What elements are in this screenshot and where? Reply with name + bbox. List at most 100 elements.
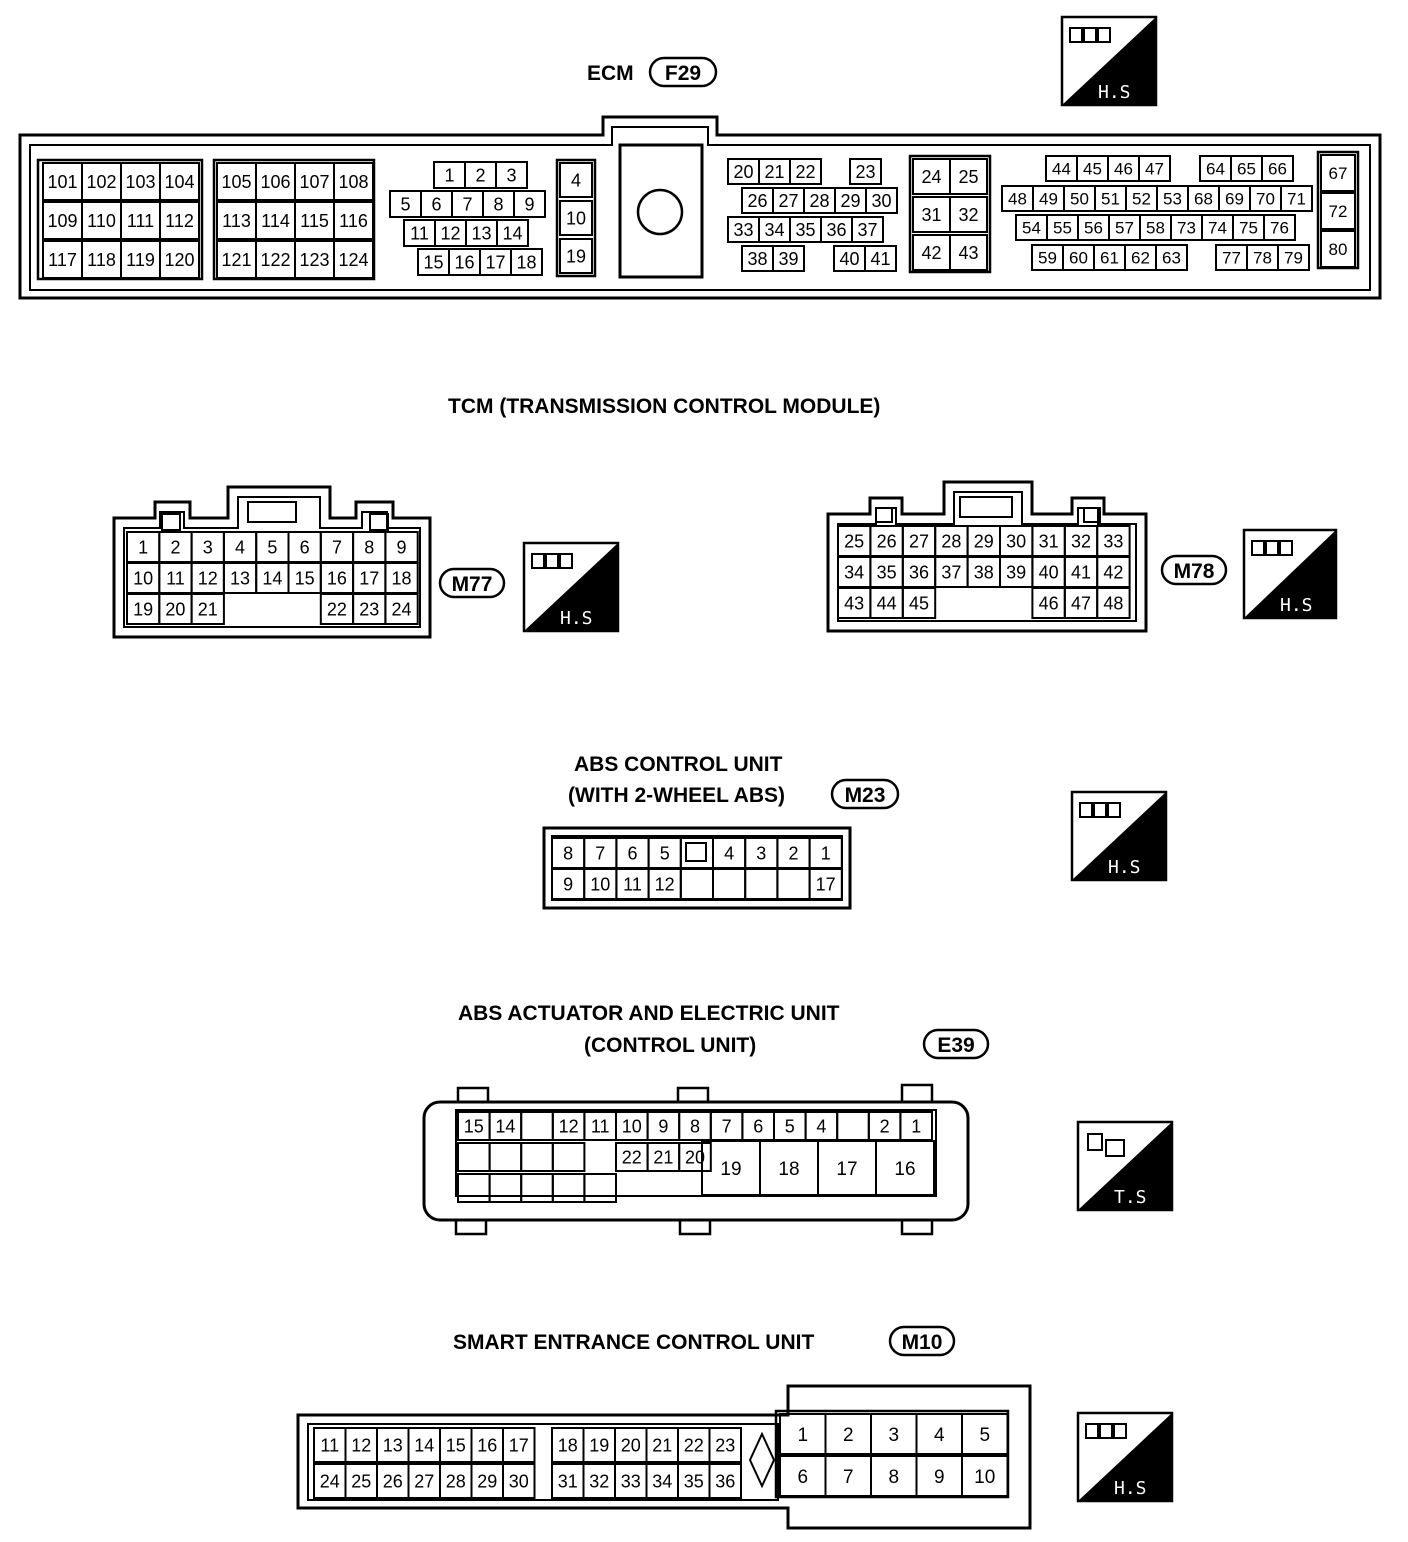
pin-label: 46 bbox=[1039, 593, 1059, 613]
pin-cell bbox=[159, 240, 200, 279]
pin-cell bbox=[384, 593, 419, 625]
tcm-left-code-badge: M77 bbox=[438, 567, 506, 599]
svg-text:H.S: H.S bbox=[1108, 857, 1141, 878]
pin-label: 30 bbox=[871, 191, 891, 211]
pin-label: 8 bbox=[888, 1467, 899, 1488]
pin-label: 29 bbox=[974, 531, 994, 551]
pin-label: 19 bbox=[720, 1159, 741, 1180]
pin-label: 70 bbox=[1256, 190, 1275, 209]
pin-label: 5 bbox=[979, 1425, 990, 1446]
pin-label: 12 bbox=[198, 568, 218, 588]
pin-label: 121 bbox=[221, 250, 251, 270]
pin-label: 5 bbox=[267, 537, 277, 557]
pin-label: 68 bbox=[1194, 190, 1213, 209]
pin-label: 1 bbox=[821, 843, 831, 863]
pin-label: 15 bbox=[423, 252, 443, 272]
pin-label: 10 bbox=[622, 1116, 642, 1136]
pin-cell bbox=[520, 1173, 554, 1203]
svg-text:E39: E39 bbox=[937, 1034, 974, 1057]
pin-label: 47 bbox=[1145, 160, 1164, 179]
pin-label: 17 bbox=[509, 1435, 529, 1455]
pin-label: 108 bbox=[338, 172, 368, 192]
pin-label: 43 bbox=[844, 593, 864, 613]
pin-label: 17 bbox=[836, 1159, 857, 1180]
pin-label: 15 bbox=[446, 1435, 466, 1455]
pin-label: 41 bbox=[1071, 562, 1091, 582]
pin-label: 2 bbox=[788, 843, 798, 863]
pin-label: 42 bbox=[921, 243, 941, 263]
pin-label: 38 bbox=[747, 249, 767, 269]
pin-label: 122 bbox=[260, 250, 290, 270]
ecm-title: ECM bbox=[587, 62, 634, 85]
pin-label: 28 bbox=[446, 1471, 466, 1491]
pin-label: 9 bbox=[563, 874, 573, 894]
svg-text:H.S: H.S bbox=[1098, 82, 1131, 103]
connector-harness-side-icon: H.S bbox=[1076, 1411, 1174, 1503]
svg-text:F29: F29 bbox=[665, 62, 701, 85]
pin-cell bbox=[901, 587, 937, 619]
pin-cell bbox=[849, 158, 882, 185]
pin-cell bbox=[789, 158, 822, 185]
pin-label: 14 bbox=[414, 1435, 434, 1455]
pin-label: 110 bbox=[87, 211, 116, 231]
pin-label: 66 bbox=[1268, 160, 1287, 179]
smart-code-badge: M10 bbox=[888, 1325, 956, 1357]
pin-label: 112 bbox=[165, 211, 194, 231]
pin-label: 38 bbox=[974, 562, 994, 582]
pin-cell bbox=[1280, 185, 1313, 212]
pin-cell bbox=[559, 162, 593, 198]
pin-cell bbox=[502, 1463, 536, 1499]
abs-actuator-connector bbox=[422, 1083, 970, 1236]
pin-label: 107 bbox=[299, 172, 329, 192]
pin-label: 7 bbox=[332, 537, 342, 557]
pin-cell bbox=[679, 868, 714, 900]
pin-cell bbox=[1320, 154, 1356, 192]
pin-cell bbox=[875, 1140, 935, 1196]
pin-label: 8 bbox=[690, 1116, 700, 1136]
pin-label: 44 bbox=[877, 593, 897, 613]
pin-cell bbox=[496, 219, 529, 247]
pin-label: 30 bbox=[1006, 531, 1026, 551]
pin-label: 55 bbox=[1053, 219, 1072, 238]
pin-label: 18 bbox=[778, 1159, 799, 1180]
pin-label: 1 bbox=[911, 1116, 921, 1136]
svg-text:H.S: H.S bbox=[560, 608, 593, 629]
pin-label: 26 bbox=[747, 191, 767, 211]
pin-label: 9 bbox=[397, 537, 407, 557]
pin-label: 35 bbox=[877, 562, 897, 582]
pin-label: 14 bbox=[495, 1116, 515, 1136]
pin-label: 26 bbox=[383, 1471, 403, 1491]
tcm-connector-right bbox=[826, 480, 1148, 633]
pin-label: 67 bbox=[1329, 164, 1348, 183]
pin-label: 16 bbox=[327, 568, 347, 588]
pin-cell bbox=[776, 868, 811, 900]
pin-label: 7 bbox=[462, 194, 472, 214]
pin-cell bbox=[679, 837, 714, 869]
pin-cell bbox=[520, 1111, 554, 1141]
pin-label: 15 bbox=[464, 1116, 484, 1136]
pin-label: 47 bbox=[1071, 593, 1091, 613]
smart-title: SMART ENTRANCE CONTROL UNIT bbox=[453, 1331, 814, 1354]
pin-cell bbox=[333, 201, 374, 240]
pin-cell bbox=[333, 240, 374, 279]
pin-label: 4 bbox=[571, 170, 581, 190]
pin-label: 69 bbox=[1225, 190, 1244, 209]
svg-text:M77: M77 bbox=[452, 573, 493, 596]
pin-label: 33 bbox=[733, 220, 753, 240]
pin-label: 40 bbox=[1039, 562, 1059, 582]
pin-label: 73 bbox=[1177, 219, 1196, 238]
pin-label: 123 bbox=[299, 250, 329, 270]
connector-harness-side-icon: H.S bbox=[1060, 15, 1158, 107]
pin-label: 111 bbox=[127, 211, 154, 231]
pin-cell bbox=[488, 1173, 523, 1203]
pin-label: 34 bbox=[764, 220, 784, 240]
pin-label: 124 bbox=[338, 250, 368, 270]
pin-label: 33 bbox=[621, 1471, 641, 1491]
pin-label: 51 bbox=[1101, 190, 1120, 209]
pin-label: 9 bbox=[934, 1467, 945, 1488]
pin-label: 120 bbox=[164, 250, 194, 270]
